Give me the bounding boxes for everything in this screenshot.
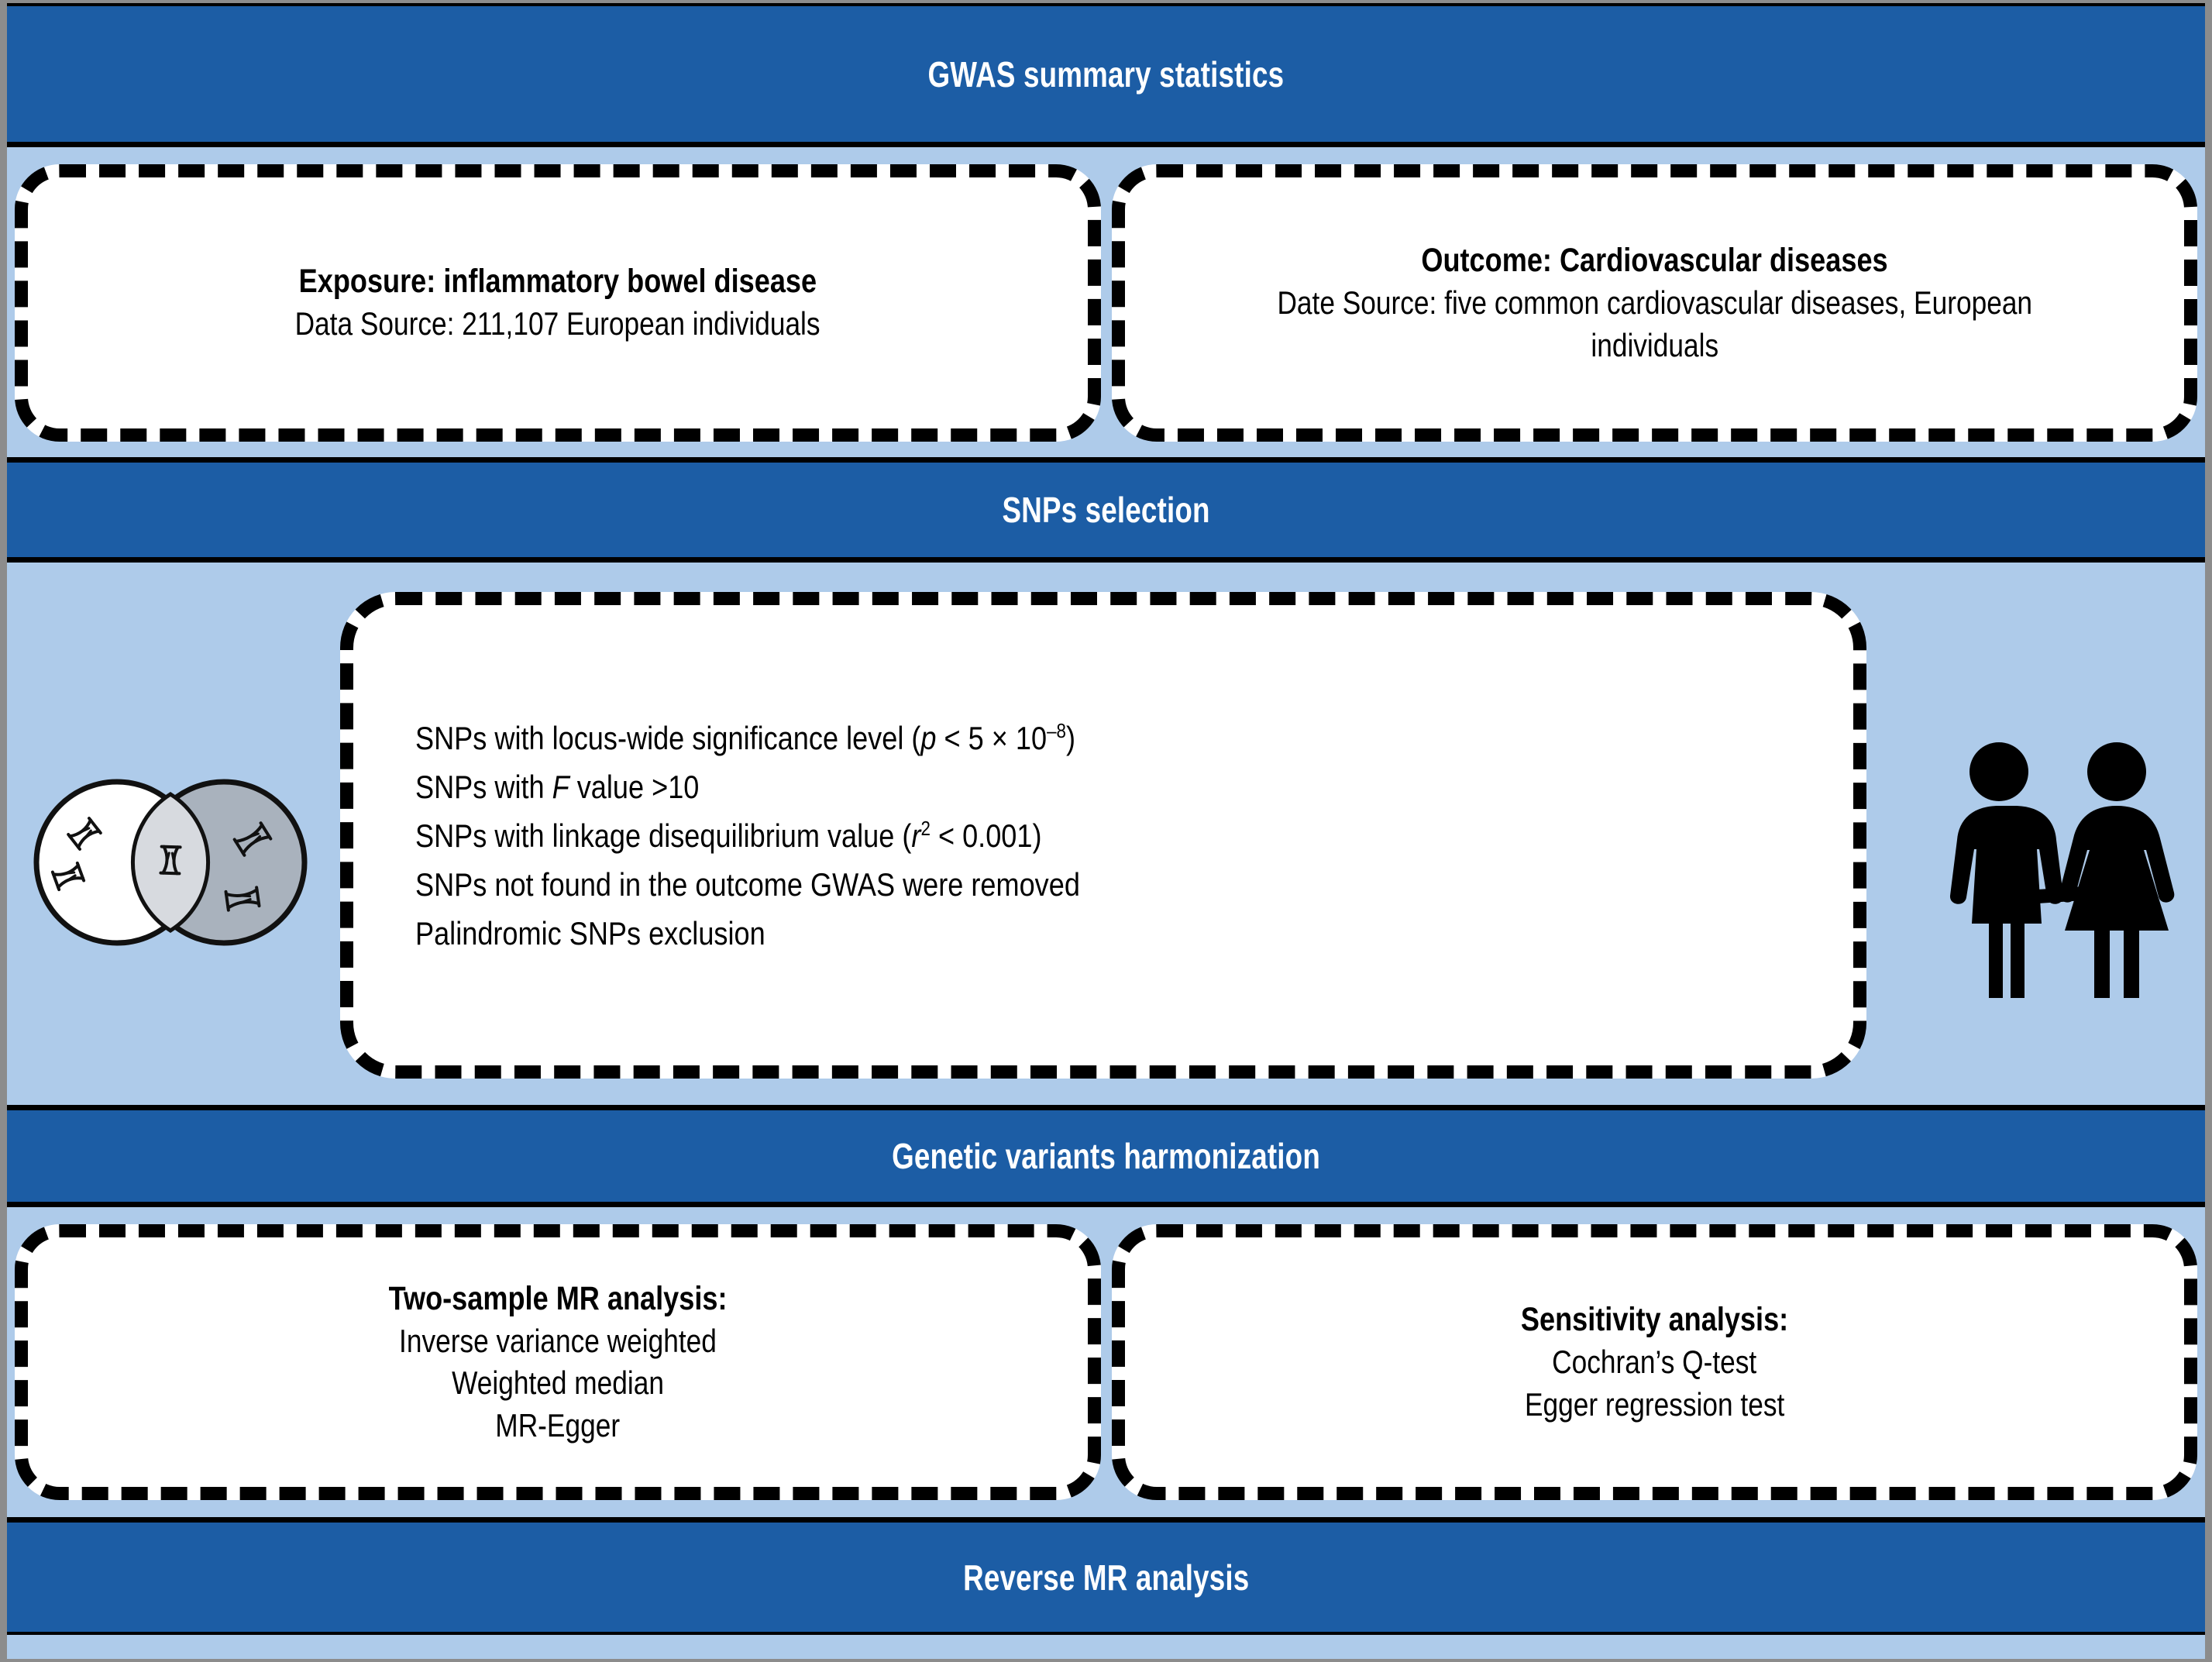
sensitivity-test-2: Egger regression test (1524, 1385, 1784, 1423)
band-reverse-mr-label: Reverse MR analysis (962, 1557, 1250, 1598)
band-snps-selection: SNPs selection (7, 457, 2205, 563)
snps-criterion-1: SNPs with locus-wide significance level … (415, 718, 1076, 756)
band-harmonization-label: Genetic variants harmonization (892, 1136, 1320, 1176)
people-pair-icon (1945, 735, 2177, 998)
outcome-card-datasource: Date Source: five common cardiovascular … (1276, 284, 2032, 363)
two-sample-mr-analysis-card: Two-sample MR analysis: Inverse variance… (15, 1224, 1101, 1500)
mr-method-1: Inverse variance weighted (398, 1322, 717, 1359)
outcome-card: Outcome: Cardiovascular diseases Date So… (1111, 164, 2197, 442)
snps-criterion-4: SNPs not found in the outcome GWAS were … (415, 865, 1080, 903)
exposure-card-title: Exposure: inflammatory bowel disease (298, 263, 817, 301)
mr-card-title: Two-sample MR analysis: (388, 1279, 728, 1317)
band-gwas-label: GWAS summary statistics (927, 53, 1285, 95)
snps-selection-row: SNPs with locus-wide significance level … (7, 563, 2205, 1105)
snps-criterion-3: SNPs with linkage disequilibrium value (… (415, 816, 1042, 854)
band-reverse-mr-analysis: Reverse MR analysis (7, 1517, 2205, 1635)
band-gwas-summary-statistics: GWAS summary statistics (7, 3, 2205, 147)
mr-method-3: MR-Egger (495, 1406, 621, 1443)
outcome-card-title: Outcome: Cardiovascular diseases (1421, 241, 1888, 279)
exposure-card: Exposure: inflammatory bowel disease Dat… (15, 164, 1101, 442)
sensitivity-test-1: Cochran’s Q-test (1552, 1343, 1757, 1380)
band-snps-selection-label: SNPs selection (1002, 490, 1210, 530)
exposure-outcome-row: Exposure: inflammatory bowel disease Dat… (7, 147, 2205, 457)
mr-method-2: Weighted median (451, 1364, 664, 1402)
band-genetic-variants-harmonization: Genetic variants harmonization (7, 1105, 2205, 1207)
analysis-row: Two-sample MR analysis: Inverse variance… (7, 1207, 2205, 1517)
exposure-card-datasource: Data Source: 211,107 European individual… (294, 305, 820, 342)
snps-criteria-list: SNPs with locus-wide significance level … (415, 714, 1080, 958)
snps-criterion-2: SNPs with F value >10 (415, 768, 700, 805)
snps-criteria-card: SNPs with locus-wide significance level … (340, 592, 1866, 1079)
sensitivity-card-title: Sensitivity analysis: (1520, 1300, 1788, 1338)
venn-diagram-icon (24, 773, 320, 951)
snps-criterion-5: Palindromic SNPs exclusion (415, 914, 765, 951)
sensitivity-analysis-card: Sensitivity analysis: Cochran’s Q-test E… (1111, 1224, 2197, 1500)
